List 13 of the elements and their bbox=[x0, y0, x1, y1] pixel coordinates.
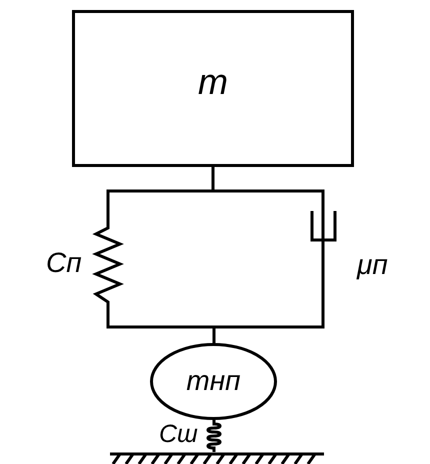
mass-block bbox=[72, 10, 354, 167]
spring-connector bbox=[206, 420, 222, 452]
connector-line bbox=[212, 327, 216, 343]
damper-connector bbox=[213, 190, 336, 328]
edge-label: Сп bbox=[46, 248, 82, 279]
edge-label: Сш bbox=[159, 421, 198, 448]
connector-line bbox=[212, 167, 214, 191]
edge-label: μп bbox=[357, 250, 388, 281]
mass-ellipse bbox=[150, 343, 277, 420]
ground-hatching bbox=[110, 452, 324, 464]
spring-connector bbox=[92, 190, 214, 328]
mass-symbol: m bbox=[198, 62, 228, 102]
mass-symbol: mнп bbox=[186, 366, 241, 397]
